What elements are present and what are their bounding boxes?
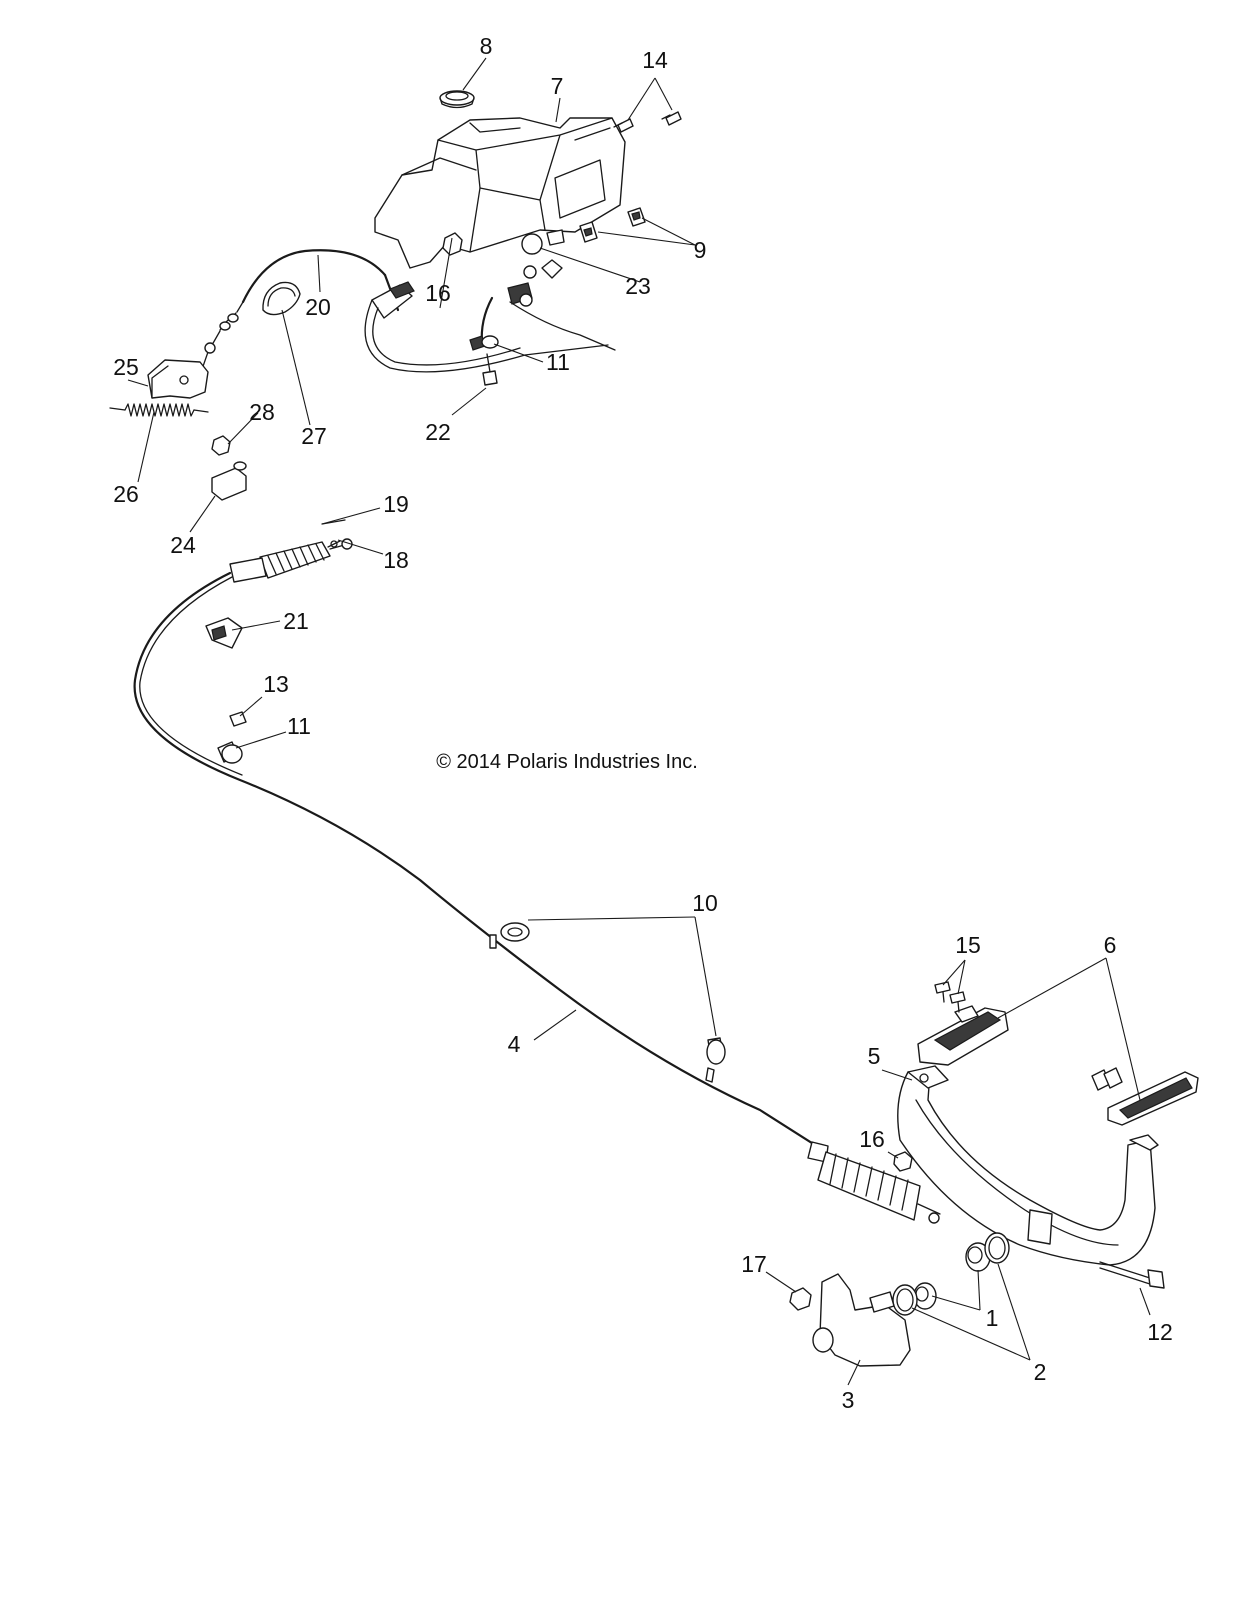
clamp-ring — [262, 281, 301, 316]
callout-25: 25 — [113, 354, 139, 380]
callout-2: 2 — [1034, 1359, 1047, 1385]
cable-ties — [500, 922, 726, 1065]
screw-pair — [613, 111, 682, 133]
brake-pedal — [897, 1065, 1159, 1266]
bellcrank — [812, 1273, 911, 1367]
callout-10: 10 — [692, 890, 718, 916]
callout-26: 26 — [113, 481, 139, 507]
callout-11-upper: 11 — [546, 349, 570, 375]
callout-15: 15 — [955, 932, 981, 958]
cover-clips — [579, 207, 646, 243]
callout-18: 18 — [383, 547, 409, 573]
bolt — [482, 353, 498, 386]
washer — [521, 229, 565, 255]
leader-lines — [127, 57, 1151, 1386]
nut-lower — [893, 1151, 913, 1172]
pivot-bolt — [1099, 1261, 1165, 1289]
callout-4: 4 — [508, 1031, 521, 1057]
callout-12: 12 — [1147, 1319, 1173, 1345]
pedal-pads — [917, 1005, 1199, 1126]
clamp-upper — [469, 335, 499, 351]
pad-screws — [934, 981, 1123, 1091]
shift-housing-cover — [374, 117, 626, 269]
callout-27: 27 — [301, 423, 327, 449]
callout-20: 20 — [305, 294, 331, 320]
callout-16-lower: 16 — [859, 1126, 885, 1152]
callout-8: 8 — [480, 33, 493, 59]
callout-9: 9 — [694, 237, 707, 263]
callout-22: 22 — [425, 419, 451, 445]
callout-5: 5 — [868, 1043, 881, 1069]
nut-small — [211, 435, 231, 456]
return-spring — [109, 403, 209, 417]
callout-6: 6 — [1104, 932, 1117, 958]
callout-28: 28 — [249, 399, 275, 425]
nut-upper — [442, 232, 463, 256]
shift-cable-main — [133, 538, 941, 1224]
callout-3: 3 — [842, 1387, 855, 1413]
callout-17: 17 — [741, 1251, 767, 1277]
callout-11-lower: 11 — [287, 713, 311, 739]
callout-23: 23 — [625, 273, 651, 299]
lower-bracket — [211, 461, 247, 501]
callout-24: 24 — [170, 532, 196, 558]
callout-14: 14 — [642, 47, 668, 73]
clamp-lower — [217, 741, 243, 764]
nut-17 — [789, 1287, 812, 1311]
bushings-washers — [892, 1232, 1010, 1316]
callout-7: 7 — [551, 73, 564, 99]
bolt-13 — [229, 711, 247, 727]
callout-21: 21 — [283, 608, 309, 634]
callout-13: 13 — [263, 671, 289, 697]
callouts: 8 7 14 9 23 20 16 11 22 25 28 27 26 24 1… — [113, 33, 1173, 1413]
callout-1: 1 — [986, 1305, 999, 1331]
callout-16-upper: 16 — [425, 280, 451, 306]
cable-clip — [205, 617, 243, 649]
callout-19: 19 — [383, 491, 409, 517]
upper-bracket — [147, 359, 209, 399]
grommet — [439, 90, 475, 109]
copyright-notice: © 2014 Polaris Industries Inc. — [436, 751, 698, 773]
